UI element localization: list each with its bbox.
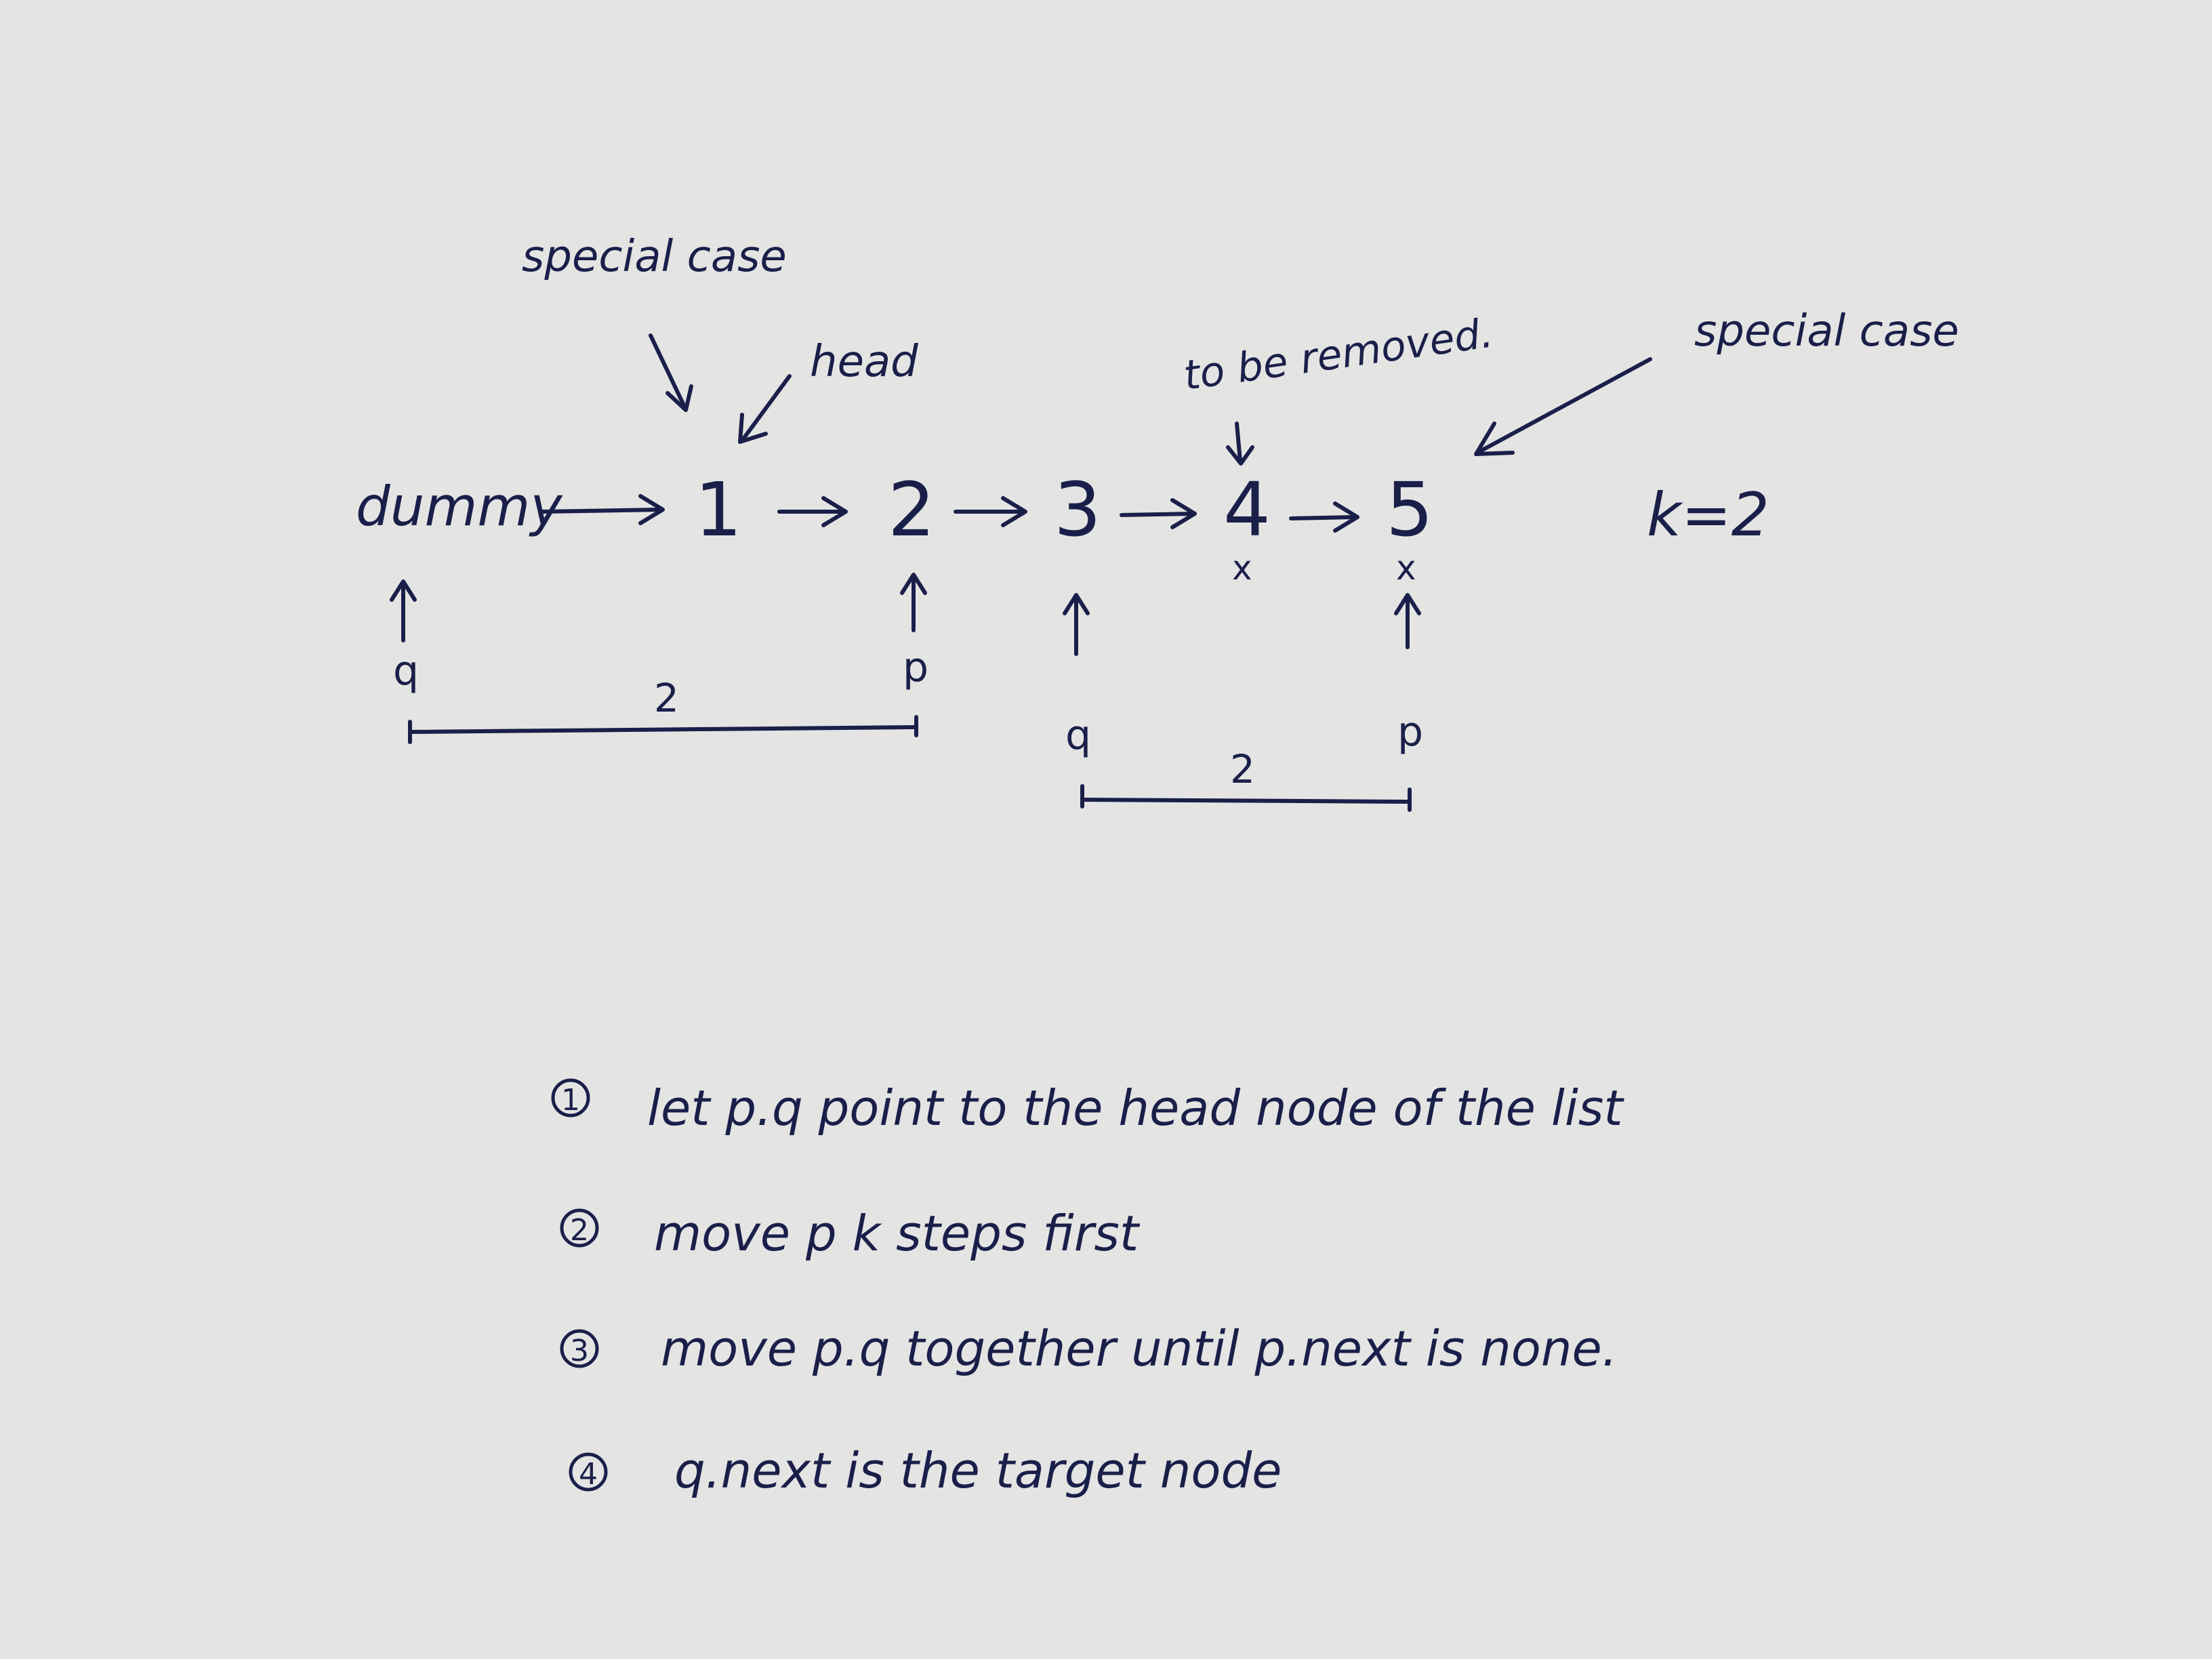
pointer-arrow-q-second: [1063, 593, 1090, 656]
link-arrow-1-2: [777, 496, 848, 527]
link-arrow-3-4: [1120, 498, 1197, 529]
special-case-label-left: special case: [522, 232, 787, 282]
step-1-number: 1: [561, 1083, 580, 1118]
node-4: 4: [1223, 466, 1271, 553]
pointer-arrow-p-first: [900, 573, 927, 632]
node-1: 1: [695, 466, 742, 553]
pointer-p-first: p: [903, 644, 928, 691]
step-4-text: q.next is the target node: [674, 1442, 1282, 1499]
distance-label-first: 2: [654, 675, 679, 721]
to-be-removed-arrow: [1226, 422, 1254, 466]
link-arrow-2-3: [954, 496, 1027, 527]
mark-x-node-5: x: [1396, 548, 1416, 588]
special-case-arrow-left: [649, 333, 693, 412]
node-5: 5: [1386, 466, 1433, 553]
head-arrow: [738, 374, 792, 444]
step-3-circle: [560, 1329, 599, 1368]
link-arrow-dummy-1: [540, 494, 665, 525]
step-1-circle: [551, 1078, 590, 1118]
mark-x-node-4: x: [1232, 548, 1252, 588]
to-be-removed-label: to be removed.: [1181, 310, 1496, 400]
distance-bracket-second: [1080, 784, 1412, 812]
node-dummy: dummy: [356, 475, 563, 538]
pointer-q-second: q: [1065, 712, 1091, 759]
step-3: 3 move p.q together until p.next is none…: [560, 1320, 1618, 1377]
pointer-arrow-p-second: [1394, 593, 1421, 649]
pointer-q-first: q: [393, 647, 419, 695]
distance-bracket-first: [408, 715, 918, 744]
step-2-number: 2: [570, 1213, 589, 1248]
step-4-number: 4: [579, 1457, 598, 1492]
step-4: 4 q.next is the target node: [569, 1442, 1282, 1499]
step-2-circle: [560, 1208, 599, 1248]
step-2: 2 move p k steps first: [560, 1205, 1141, 1262]
head-label: head: [810, 337, 918, 387]
special-case-label-right: special case: [1694, 306, 1959, 356]
link-arrow-4-5: [1289, 501, 1359, 533]
step-1: 1 let p.q point to the head node of the …: [551, 1078, 1624, 1136]
k-value-label: k=2: [1647, 480, 1769, 550]
step-2-text: move p k steps first: [654, 1205, 1141, 1262]
node-3: 3: [1054, 466, 1101, 553]
node-2: 2: [888, 466, 935, 553]
step-3-number: 3: [570, 1334, 589, 1368]
step-4-circle: [569, 1452, 608, 1492]
step-1-text: let p.q point to the head node of the li…: [647, 1080, 1624, 1136]
distance-label-second: 2: [1230, 746, 1255, 792]
pointer-arrow-q-first: [390, 579, 417, 642]
step-3-text: move p.q together until p.next is none.: [661, 1320, 1618, 1377]
pointer-p-second: p: [1397, 708, 1423, 756]
special-case-arrow-right: [1474, 357, 1652, 456]
